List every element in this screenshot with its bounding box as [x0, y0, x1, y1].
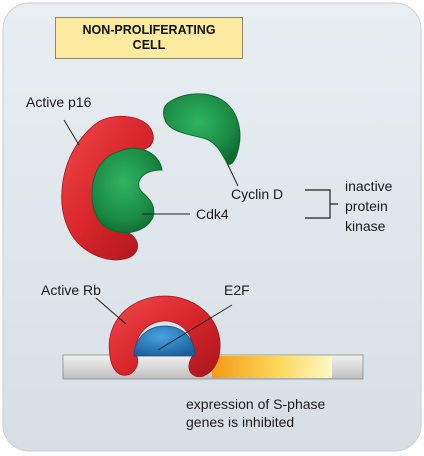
title-box: NON-PROLIFERATING CELL	[55, 17, 243, 59]
s-phase-gene-region	[212, 356, 332, 378]
expression-label-line2: genes is inhibited	[186, 414, 295, 430]
cyclin-d-leader-line	[226, 162, 239, 187]
cdk4-label: Cdk4	[196, 206, 229, 222]
cdk4-protein-shape	[91, 147, 163, 234]
rb-protein-shape	[108, 295, 221, 378]
expression-label-line1: expression of S-phase	[186, 396, 326, 412]
e2f-label: E2F	[224, 282, 250, 298]
inactive-kinase-bracket	[305, 189, 338, 219]
cell-background	[2, 2, 422, 452]
rb-label: Active Rb	[41, 282, 101, 298]
cyclin-d-label: Cyclin D	[231, 186, 284, 202]
title-text: NON-PROLIFERATING CELL	[82, 23, 216, 52]
e2f-protein-shape	[133, 325, 196, 357]
p16-label: Active p16	[26, 94, 92, 110]
inactive-kinase-label-line3: kinase	[345, 218, 386, 234]
inactive-kinase-label-line2: protein	[345, 198, 388, 214]
rb-leader-line	[95, 297, 127, 325]
p16-leader-line	[63, 119, 80, 146]
e2f-leader-line	[157, 304, 233, 351]
inactive-kinase-label-line1: inactive	[345, 178, 393, 194]
